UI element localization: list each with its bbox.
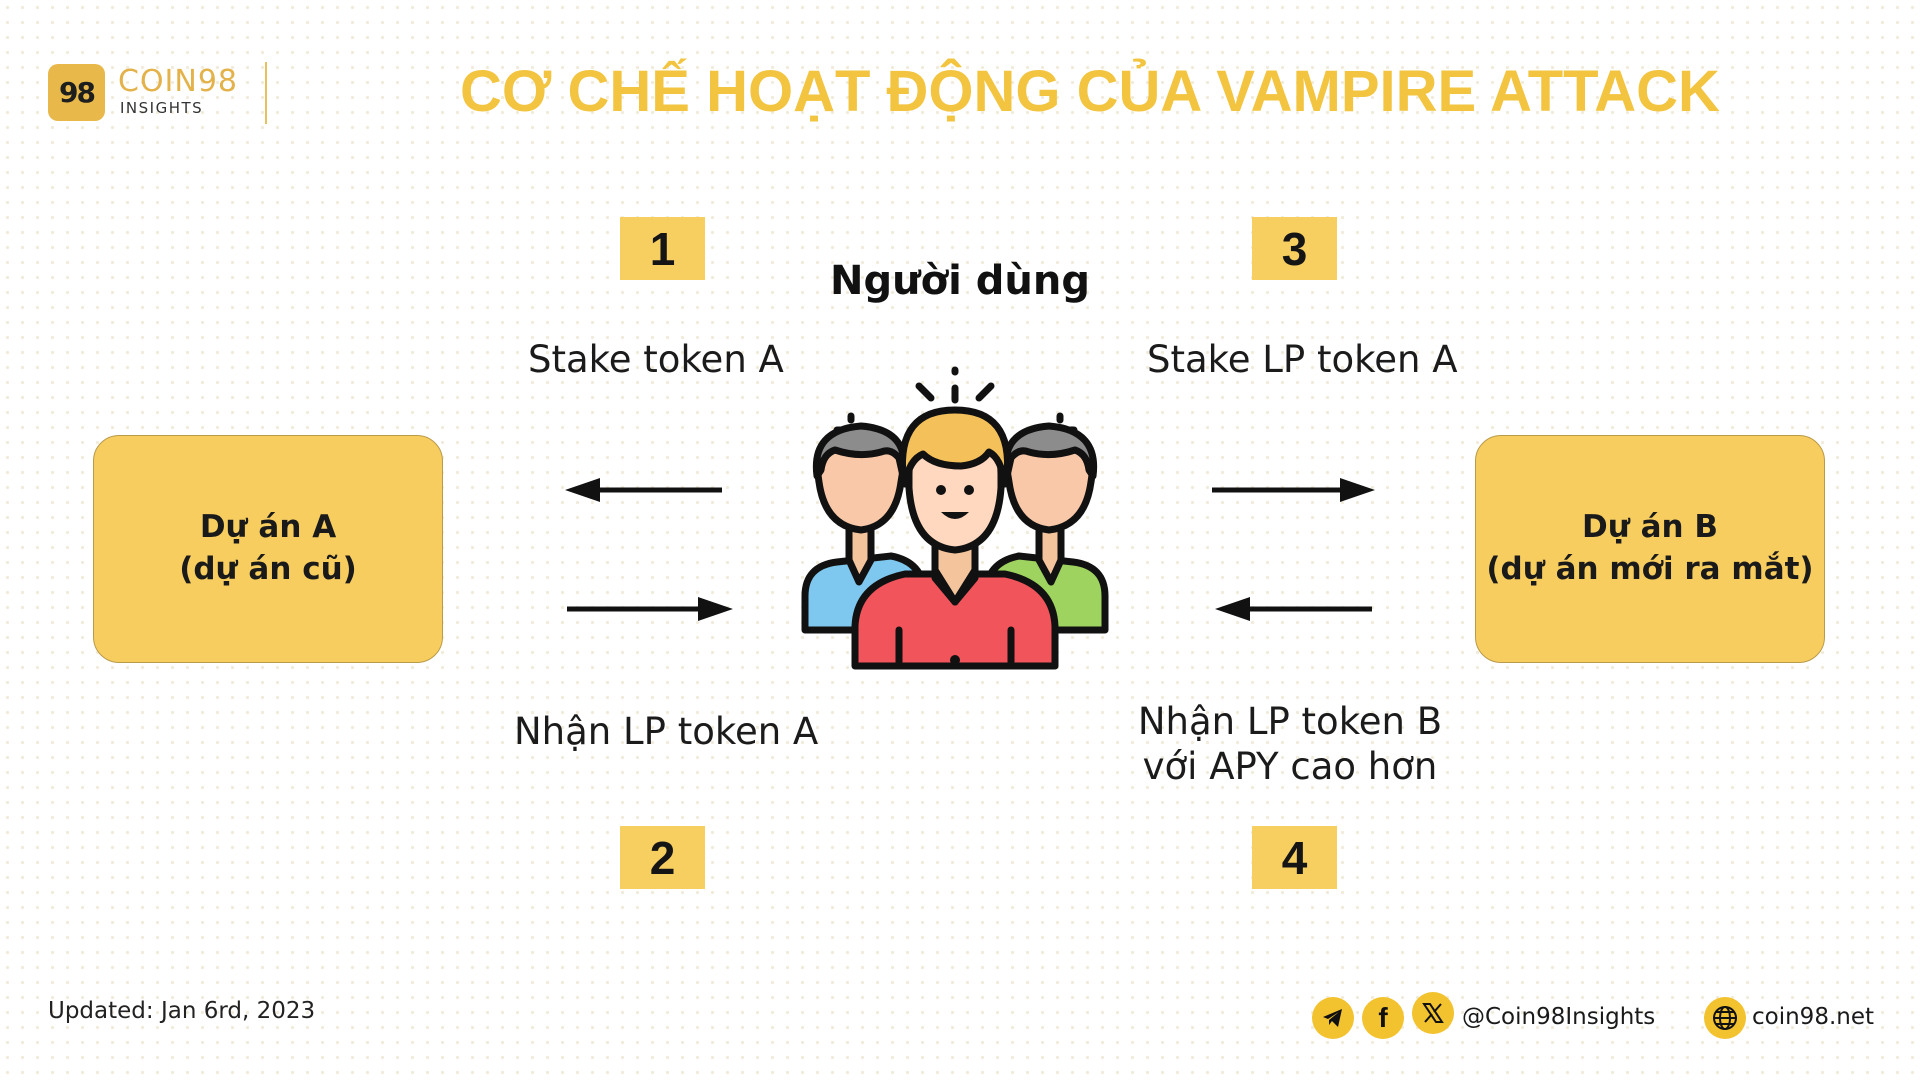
step-badge-2: 2	[620, 826, 705, 889]
brand-subtitle: INSIGHTS	[120, 99, 204, 117]
page-title: CƠ CHẾ HOẠT ĐỘNG CỦA VAMPIRE ATTACK	[460, 59, 1720, 124]
step-label-3: Stake LP token A	[1147, 338, 1458, 381]
project-b-desc: (dự án mới ra mắt)	[1486, 551, 1814, 587]
step-label-4-line2: với APY cao hơn	[1142, 745, 1438, 788]
updated-date: Updated: Jan 6rd, 2023	[48, 998, 316, 1024]
step-badge-3: 3	[1252, 217, 1337, 280]
project-a-name: Dự án A	[199, 509, 337, 546]
globe-icon	[1704, 997, 1746, 1039]
arrow-step-4	[1215, 597, 1372, 621]
arrow-step-2	[567, 597, 733, 621]
brand-name: COIN98	[118, 64, 239, 99]
website-link[interactable]: coin98.net	[1752, 1004, 1875, 1030]
step-label-2: Nhận LP token A	[514, 710, 819, 753]
arrow-step-1	[565, 478, 722, 502]
telegram-icon[interactable]	[1312, 997, 1354, 1039]
step-label-1: Stake token A	[528, 338, 784, 381]
project-a-desc: (dự án cũ)	[179, 551, 357, 587]
arrow-step-3	[1212, 478, 1375, 502]
header-divider	[265, 62, 267, 124]
step-badge-1: 1	[620, 217, 705, 280]
social-handle[interactable]: @Coin98Insights	[1462, 1004, 1656, 1030]
project-b-name: Dự án B	[1581, 509, 1718, 546]
users-group-icon	[801, 366, 1109, 670]
step-badge-4: 4	[1252, 826, 1337, 889]
burst-lines-icon	[915, 366, 995, 404]
step-label-4-line1: Nhận LP token B	[1137, 700, 1443, 743]
x-icon[interactable]	[1412, 992, 1454, 1034]
facebook-icon[interactable]: f	[1362, 997, 1404, 1039]
project-a-box: Dự án A (dự án cũ)	[93, 435, 443, 663]
brand-mark: 98	[59, 76, 96, 109]
brand-logo: 98	[48, 64, 105, 121]
users-label: Người dùng	[830, 258, 1090, 304]
step-label-4: Nhận LP token B với APY cao hơn	[1110, 700, 1470, 788]
project-b-box: Dự án B (dự án mới ra mắt)	[1475, 435, 1825, 663]
